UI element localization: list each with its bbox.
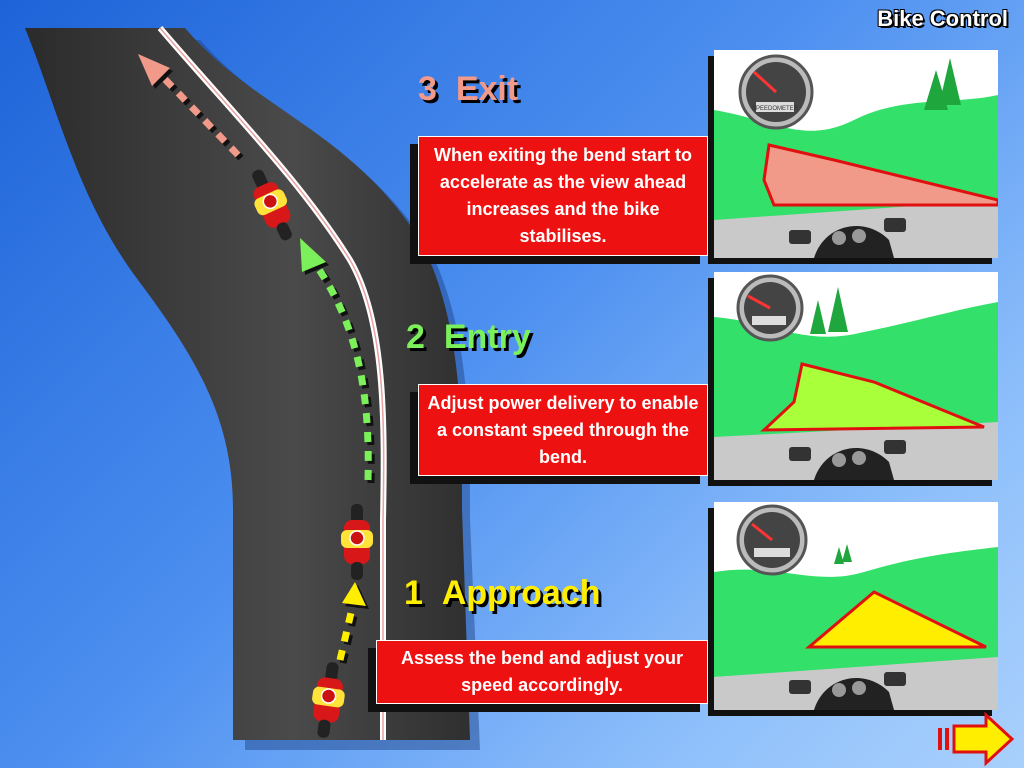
entry-rider-view [714,272,998,480]
step-exit-title: 3 Exit [418,70,518,109]
tree-icon [924,58,961,110]
exit-path-arrow [138,54,244,161]
slide-title: Bike Control [877,6,1008,31]
exit-rider-view: SPEEDOMETER [714,50,998,258]
tree-icon [834,544,852,564]
step-label: Entry [443,318,531,356]
step-number: 2 [406,318,425,356]
speedometer-icon [736,504,808,576]
approach-rider-view [714,502,998,710]
motorcycle-icon [312,662,345,738]
speedometer-icon: SPEEDOMETER [738,54,814,130]
road-illustration [25,26,480,750]
entry-path-arrow [300,238,375,484]
step-entry-title: 2 Entry [406,318,531,357]
approach-path-arrow [336,582,369,664]
handlebars-icon [789,672,906,710]
speedometer-icon [736,274,804,342]
step-number: 3 [418,70,437,108]
step-approach-title: 1 Approach [404,574,601,613]
motorcycle-icon [252,169,292,241]
handlebars-icon [789,440,906,480]
step-label: Exit [455,70,519,108]
step-exit-description: When exiting the bend start to accelerat… [418,136,708,256]
step-approach-description: Assess the bend and adjust your speed ac… [376,640,708,704]
step-number: 1 [404,574,423,612]
motorcycle-icon [341,504,373,580]
step-entry-description: Adjust power delivery to enable a consta… [418,384,708,476]
step-label: Approach [441,574,601,612]
handlebars-icon [789,218,906,258]
speedometer-label: SPEEDOMETER [752,106,799,112]
tree-icon [810,287,848,334]
road-surface [25,28,470,740]
next-arrow-icon[interactable] [938,712,1018,766]
